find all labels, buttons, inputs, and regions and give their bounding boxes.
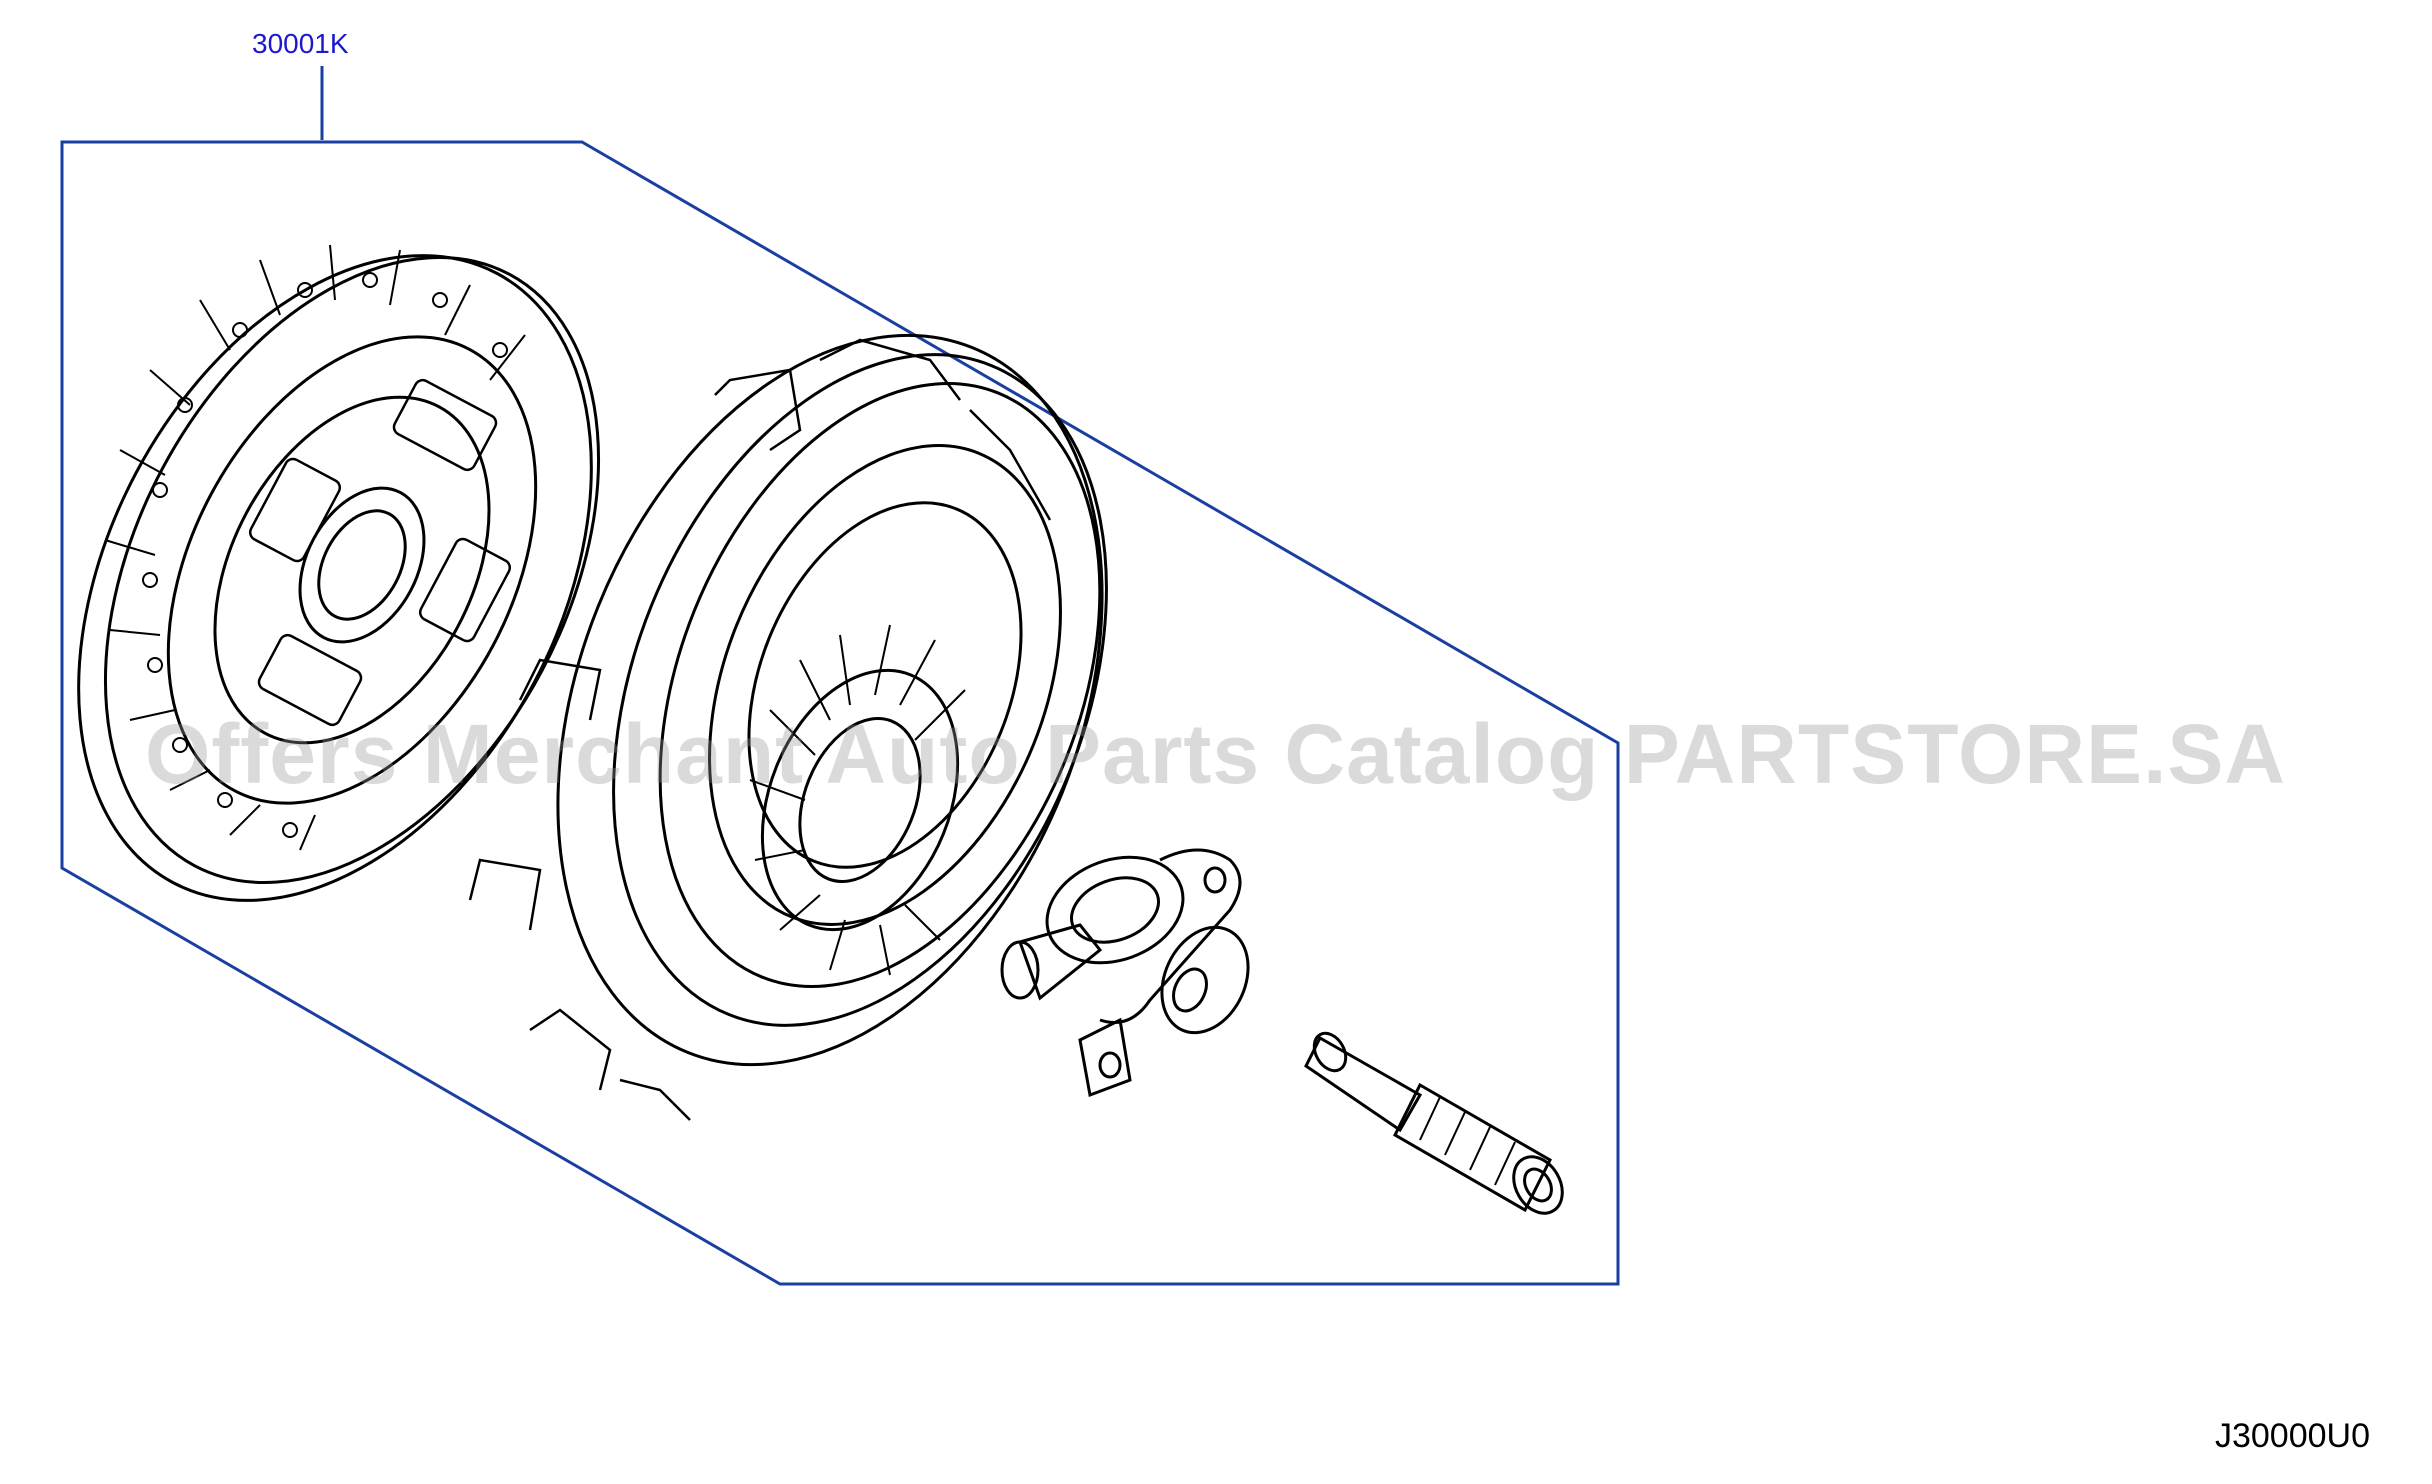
callout-label[interactable]: 30001K [252, 28, 349, 59]
clutch-disc[interactable] [0, 168, 699, 988]
diagram-code: J30000U0 [2214, 1417, 2370, 1455]
pressure-plate[interactable] [456, 254, 1204, 1146]
watermark: Offers Merchant Auto Parts Catalog PARTS… [145, 707, 2287, 801]
release-bearing[interactable] [1000, 839, 1264, 1098]
alignment-tool[interactable] [1304, 1028, 1572, 1222]
group-outline [60, 66, 1620, 1286]
